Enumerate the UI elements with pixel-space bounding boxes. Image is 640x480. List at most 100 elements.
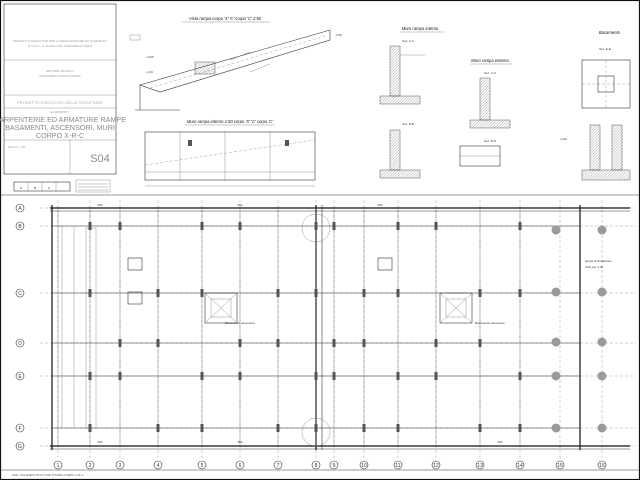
detail-box-1: [377, 257, 393, 271]
firm-line-1: EDITORE TRIARCO: [46, 69, 74, 73]
note-right-2: Vedi par. 4.3b: [585, 265, 604, 269]
row-label-c: C: [18, 291, 22, 297]
col-label-5: 5: [201, 463, 204, 469]
inner-wall-title: Muro rampa interno: [402, 26, 439, 31]
column-7-2: [332, 339, 336, 347]
elevator-pit-inner-1: [445, 298, 467, 318]
column-2-2: [156, 339, 160, 347]
detail-box-0: [127, 257, 143, 271]
row-label-f: F: [18, 426, 21, 432]
elevator-pit-1: [439, 292, 473, 324]
column-12-1: [518, 289, 522, 297]
column-7-0: [332, 222, 336, 230]
col-bubble-2: [85, 460, 95, 470]
col-label-15: 15: [557, 463, 563, 469]
subject-line-3: CORPO X-R-C: [36, 131, 84, 140]
phase-line: PROGETTO ESECUTIVO DELLE STRUTTURE: [17, 100, 103, 105]
project-line-1: PROGETTO ESECUTIVO PER LA REALIZZAZIONE …: [13, 39, 107, 43]
col-label-11: 11: [395, 463, 400, 469]
left-wall-strip: [85, 227, 97, 429]
column-11-4: [478, 424, 482, 432]
right-detail-title: Basamento: [599, 30, 621, 35]
col-bubble-15: [555, 460, 565, 470]
row-bubble-a: [15, 203, 25, 213]
col-bubble-16: [597, 460, 607, 470]
column-1-2: [118, 339, 122, 347]
beam-label-2: 25A: [377, 203, 382, 207]
beam-label-3: 25A: [97, 440, 102, 444]
column-12-3: [518, 372, 522, 380]
column-3-0: [200, 222, 204, 230]
project-line-2: IN V.G.V. - IL LUOGO DEL CARCERE DI TERN…: [28, 44, 93, 48]
column-8-2: [362, 339, 366, 347]
legend-letter-b: B: [34, 186, 36, 190]
column-6-1: [314, 289, 318, 297]
column-5-2: [276, 339, 280, 347]
ramp-elevation-detail: Vista rampa corpo 'X' 'C' corpo 'C' 1:50…: [129, 16, 342, 111]
legend-letter-c: C: [48, 186, 51, 190]
col-label-2: 2: [89, 463, 92, 469]
column-5-4: [276, 424, 280, 432]
column-3-3: [200, 372, 204, 380]
column-11-1: [478, 289, 482, 297]
col-label-7: 7: [277, 463, 280, 469]
column-1-3: [118, 372, 122, 380]
row-bubble-g: [15, 441, 25, 451]
col-bubble-8: [311, 460, 321, 470]
column-8-1: [362, 289, 366, 297]
column-2-1: [156, 289, 160, 297]
row-bubble-f: [15, 423, 25, 433]
column-8-4: [362, 424, 366, 432]
section-d-label: Sez. D-D: [484, 139, 497, 143]
detail-callout-1: [301, 417, 331, 447]
col-label-12: 12: [433, 463, 439, 469]
ramp-wall-title: Muro rampa interno 1:50 corpo 'X' 'C' co…: [187, 119, 273, 124]
column-4-3: [238, 372, 242, 380]
ramp-title: Vista rampa corpo 'X' 'C' corpo 'C' 1:50: [189, 16, 262, 21]
col-label-9: 9: [333, 463, 336, 469]
subject-line-1: CARPENTERIE ED ARMATURE RAMPE: [0, 115, 126, 124]
column-3-4: [200, 424, 204, 432]
pile-0-1: [551, 287, 561, 297]
column-9-0: [396, 222, 400, 230]
basamento-label-1: Basamento ascensore: [225, 321, 255, 325]
beam-label-4: 25A: [237, 440, 242, 444]
section-b-label: Sez. B-B: [402, 122, 414, 126]
level-label-2: -1.00: [146, 70, 153, 74]
column-11-2: [478, 339, 482, 347]
col-label-10: 10: [361, 463, 367, 469]
row-label-a: A: [18, 206, 22, 212]
scale-label: SCALA: 1:50: [8, 145, 26, 149]
column-6-4: [314, 424, 318, 432]
elevator-pit-diag-b-0: [204, 292, 238, 324]
col-label-6: 6: [239, 463, 242, 469]
column-9-1: [396, 289, 400, 297]
pile-0-4: [551, 423, 561, 433]
subject-small: ELABORATO:: [51, 110, 70, 114]
col-bubble-6: [235, 460, 245, 470]
beam-label-5: 25A: [497, 440, 502, 444]
column-7-3: [332, 372, 336, 380]
row-bubble-c: [15, 288, 25, 298]
section-c-label: Sez. C-C: [484, 71, 497, 75]
firm-line-2: INGEGNERIA STRUTTURALE: [39, 74, 80, 78]
title-block: PROGETTO ESECUTIVO PER LA REALIZZAZIONE …: [0, 3, 126, 175]
col-label-13: 13: [477, 463, 483, 469]
column-1-0: [118, 222, 122, 230]
legend-letter-a: A: [20, 186, 22, 190]
plan-annotations: Basamento ascensore Basamento ascensore …: [225, 259, 612, 325]
inner-wall-detail: Muro rampa interno Sez. A-A Sez. B-B: [379, 26, 445, 179]
row-bubble-d: [15, 338, 25, 348]
row-label-g: G: [18, 444, 22, 450]
pile-0-0: [551, 225, 561, 235]
col-bubble-13: [475, 460, 485, 470]
col-bubble-9: [329, 460, 339, 470]
row-bubble-e: [15, 371, 25, 381]
col-bubble-3: [115, 460, 125, 470]
col-label-8: 8: [315, 463, 318, 469]
column-6-0: [314, 222, 318, 230]
column-9-4: [396, 424, 400, 432]
detail-box-2: [127, 291, 143, 305]
